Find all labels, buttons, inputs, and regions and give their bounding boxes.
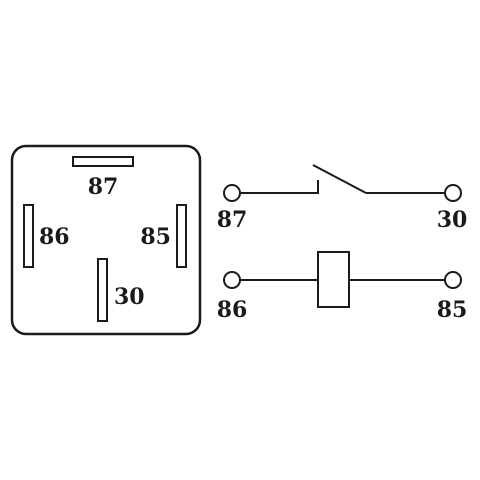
terminal-85-label: 85 (437, 297, 468, 323)
pin-87-slot (72, 156, 134, 167)
terminal-87-label: 87 (217, 207, 248, 233)
coil-box (317, 251, 350, 308)
pin-87-label: 87 (88, 174, 119, 200)
terminal-30 (444, 184, 462, 202)
pin-30-slot (97, 258, 108, 322)
pin-85-label: 85 (140, 224, 171, 250)
terminal-86-label: 86 (217, 297, 248, 323)
switch-contact-arm (312, 164, 367, 194)
terminal-85 (444, 271, 462, 289)
coil-circuit: 86 85 (217, 251, 468, 323)
relay-footprint: 87 86 85 30 (10, 144, 202, 336)
pin-85-slot (176, 204, 187, 268)
terminal-87 (223, 184, 241, 202)
switch-wire-left (240, 180, 319, 194)
pin-86-label: 86 (39, 224, 70, 250)
relay-schematic: 87 30 86 85 (217, 164, 468, 323)
relay-body-outline (10, 144, 202, 336)
terminal-86 (223, 271, 241, 289)
terminal-30-label: 30 (437, 207, 468, 233)
switch-circuit: 87 30 (217, 164, 468, 233)
pin-86-slot (23, 204, 34, 268)
pin-30-label: 30 (114, 284, 145, 310)
